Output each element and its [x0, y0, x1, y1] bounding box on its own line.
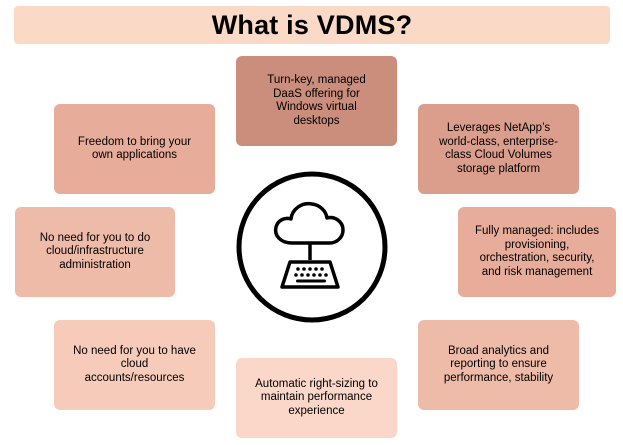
feature-box-right-sizing: Automatic right-sizing to maintain perfo…	[236, 358, 397, 438]
feature-text-line: and risk management	[481, 265, 593, 278]
feature-box-no-accounts: No need for you to have cloud accounts/r…	[54, 320, 215, 410]
hub-ring	[236, 171, 388, 323]
feature-box-no-admin: No need for you to do cloud/infrastructu…	[15, 207, 175, 297]
feature-text-line: Freedom to bring your	[77, 135, 192, 148]
feature-text-line: Windows virtual	[276, 101, 357, 113]
feature-text-line: Broad analytics and	[447, 344, 549, 357]
feature-text-line: Turn-key, managed	[267, 74, 366, 86]
feature-text-line: cloud/infrastructure	[46, 245, 144, 258]
feature-text-line: No need for you to have	[73, 344, 196, 357]
feature-text-line: desktops	[293, 114, 340, 127]
feature-text-line: No need for you to do	[39, 231, 151, 244]
feature-text-line: storage platform	[456, 162, 541, 175]
feature-text-line: reporting to ensure	[450, 358, 547, 371]
feature-box-turnkey: Turn-key, managed DaaS offering for Wind…	[236, 56, 397, 146]
feature-box-fully-managed: Fully managed: includes provisioning, or…	[458, 207, 616, 297]
feature-text-line: maintain performance	[260, 391, 373, 404]
feature-text-line: administration	[59, 258, 131, 271]
feature-text-line: performance, stability	[443, 371, 554, 384]
feature-text-line: Fully managed: includes	[474, 225, 599, 237]
feature-box-analytics: Broad analytics and reporting to ensure …	[418, 320, 579, 410]
feature-text-line: DaaS offering for	[273, 87, 360, 100]
feature-text-line: experience	[288, 404, 345, 417]
feature-box-netapp: Leverages NetApp’s world-class, enterpri…	[418, 104, 579, 194]
feature-box-freedom: Freedom to bring your own applications	[54, 104, 215, 194]
cloud-desktop-icon	[273, 201, 345, 289]
title-banner: What is VDMS?	[14, 6, 610, 44]
diagram-title: What is VDMS?	[211, 9, 413, 40]
feature-text-line: Leverages NetApp’s	[446, 122, 551, 134]
feature-text-line: provisioning,	[504, 238, 570, 251]
feature-text-line: own applications	[91, 149, 177, 161]
feature-text-line: accounts/resources	[84, 371, 185, 384]
feature-text-line: class Cloud Volumes	[445, 149, 552, 161]
feature-text-line: orchestration, security,	[479, 252, 595, 264]
feature-text-line: cloud	[120, 358, 149, 371]
cloud-desktop-hub	[236, 171, 388, 323]
feature-text-line: Automatic right-sizing to	[255, 377, 378, 390]
feature-text-line: world-class, enterprise-	[439, 135, 558, 148]
